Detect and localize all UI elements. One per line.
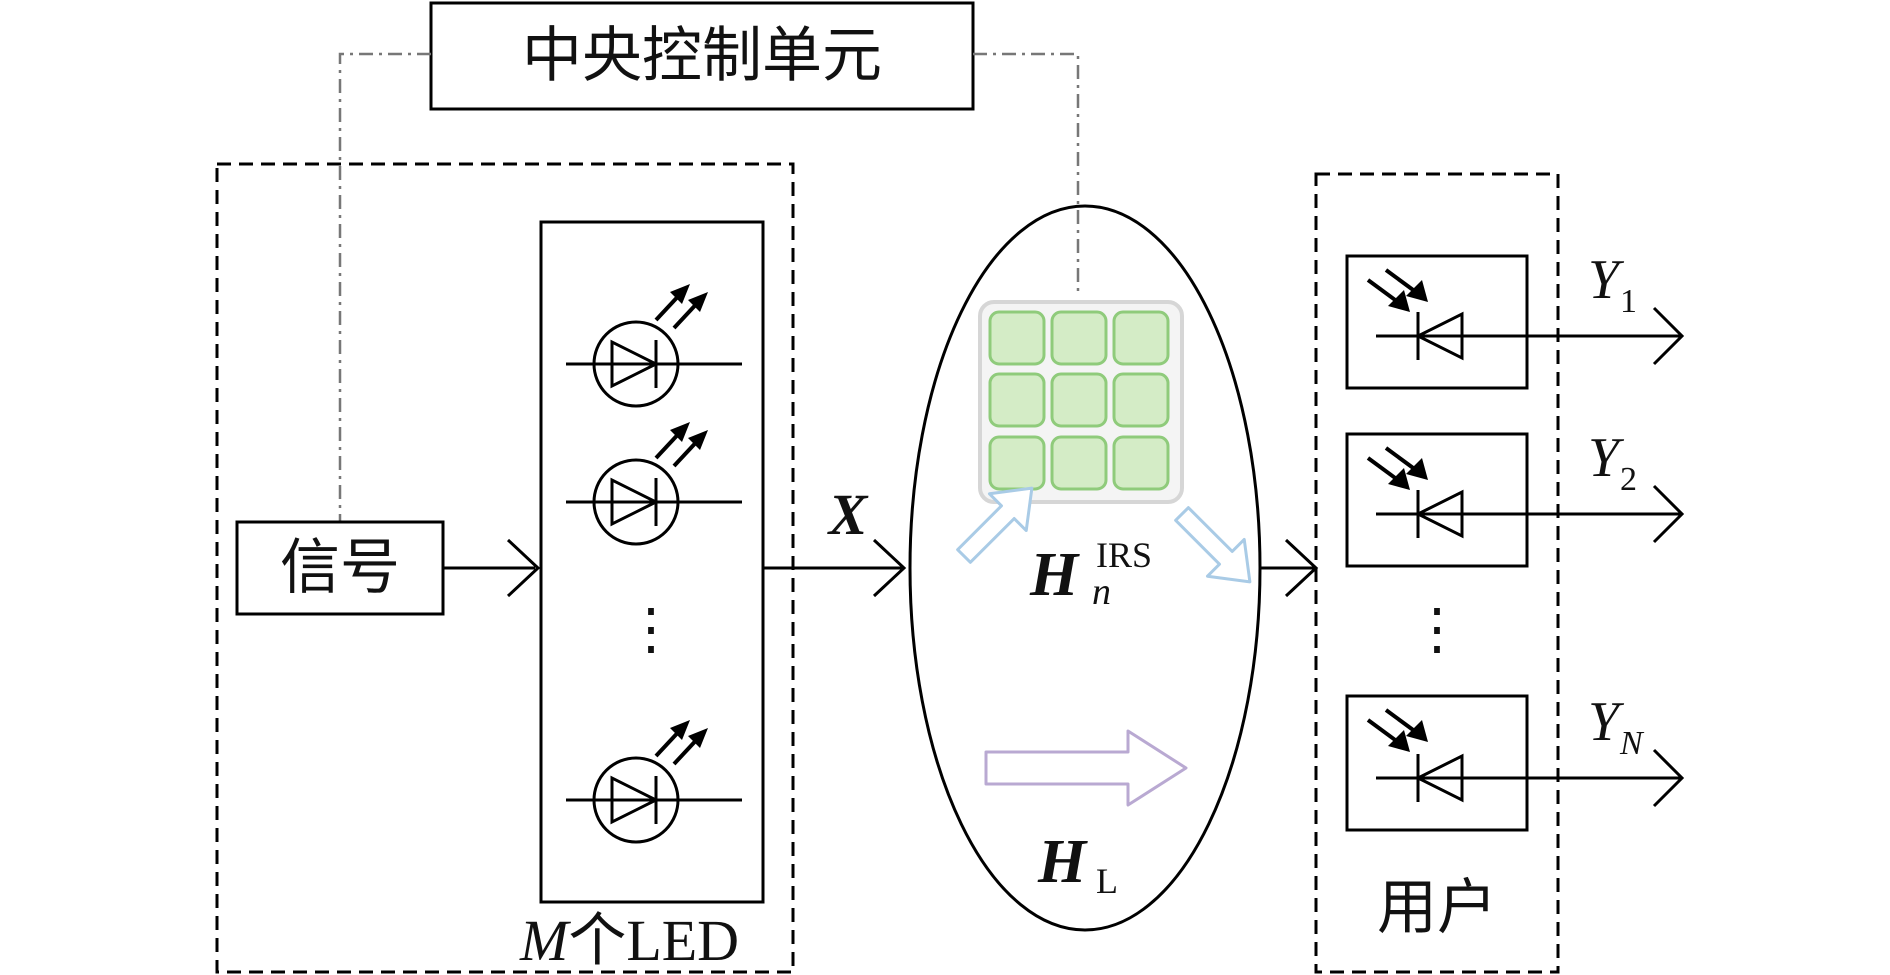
signal-box: 信号 (235, 520, 445, 616)
led-array-label: M个LED (519, 908, 739, 973)
led-symbol (566, 284, 742, 408)
los-channel-subscript: L (1096, 861, 1118, 901)
control-lines (338, 52, 1080, 522)
svg-text:Y: Y (1588, 691, 1625, 753)
output-arrowhead (1652, 484, 1685, 544)
svg-text:Y: Y (1588, 427, 1625, 489)
control-line-to-irs (973, 52, 1080, 292)
irs-element (1112, 435, 1170, 491)
irs-panel (978, 300, 1184, 504)
reflected-arrow (1174, 506, 1252, 584)
user-ellipsis: ⋮ (1409, 599, 1465, 661)
led-symbol (566, 422, 742, 546)
light-emission-icon (654, 720, 708, 766)
receiver-2 (1345, 432, 1685, 568)
arrow-channel-to-users (1260, 538, 1319, 598)
central-control-unit-label: 中央控制单元 (522, 21, 882, 91)
receiver-1 (1345, 254, 1685, 390)
output-label-2: Y 2 (1588, 427, 1637, 498)
irs-element (988, 310, 1046, 366)
led-count-var: M (519, 908, 571, 973)
output-label-n: Y N (1588, 691, 1645, 762)
output-arrowhead (1652, 748, 1685, 808)
irs-element (1112, 372, 1170, 428)
control-line-to-signal (338, 52, 431, 522)
output-label-1: Y 1 (1588, 249, 1637, 320)
irs-element-grid (988, 310, 1170, 491)
led-array-box (539, 220, 765, 904)
led-symbol (566, 720, 742, 844)
receiver-n (1345, 694, 1685, 832)
signal-label: 信号 (280, 533, 400, 603)
irs-element (1050, 310, 1108, 366)
light-emission-icon (654, 422, 708, 468)
irs-element (1050, 435, 1108, 491)
svg-text:N: N (1619, 725, 1645, 762)
los-arrow (984, 729, 1188, 807)
svg-text:1: 1 (1620, 283, 1637, 320)
los-channel-symbol: H (1037, 828, 1088, 896)
irs-channel-subscript: n (1092, 571, 1111, 613)
irs-element (988, 372, 1046, 428)
users-region (1314, 172, 1560, 974)
led-count-text: 个LED (568, 908, 739, 973)
irs-channel-symbol: H (1029, 541, 1080, 609)
incident-arrow (956, 486, 1034, 564)
svg-text:Y: Y (1588, 249, 1625, 311)
svg-text:2: 2 (1620, 461, 1637, 498)
output-arrowhead (1652, 306, 1685, 366)
users-label: 用户 (1377, 873, 1497, 943)
central-control-unit: 中央控制单元 (429, 1, 975, 111)
irs-channel-superscript: IRS (1096, 535, 1152, 575)
led-ellipsis: ⋮ (623, 599, 679, 661)
irs-element (1050, 372, 1108, 428)
arrow-signal-to-led (443, 538, 541, 598)
arrow-led-to-channel (763, 538, 907, 598)
irs-element (988, 435, 1046, 491)
irs-element (1112, 310, 1170, 366)
transmit-signal-symbol: X (827, 482, 869, 547)
light-emission-icon (654, 284, 708, 330)
